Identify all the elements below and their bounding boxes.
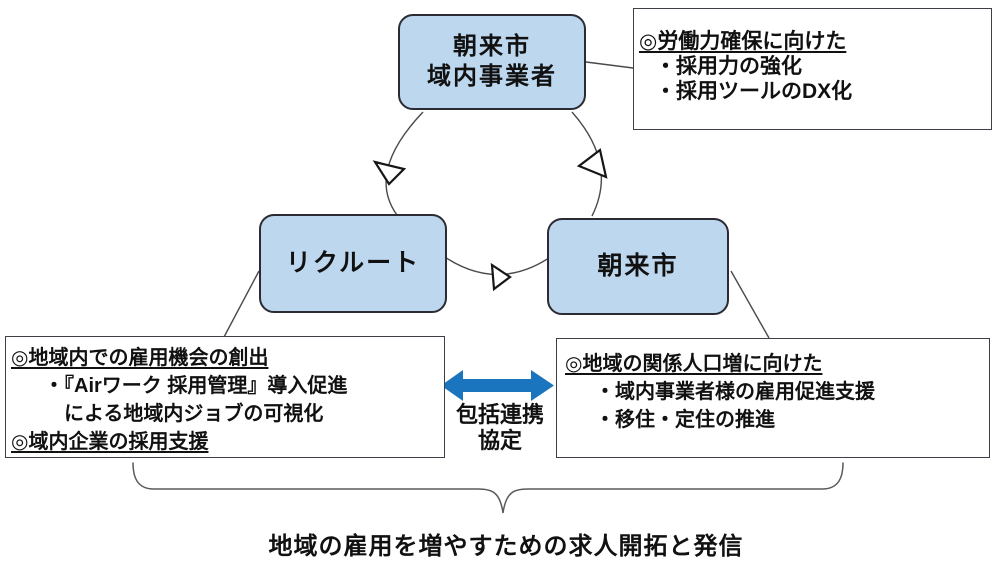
note-heading: ◎域内企業の採用支援 [11, 431, 209, 453]
node-label: リクルート [285, 248, 421, 277]
cycle-arrowhead-bottom-icon [490, 262, 512, 292]
node-asago-city: 朝来市 [547, 218, 729, 315]
note-item: ・採用力の強化 [655, 55, 802, 78]
note-heading: ◎地域の関係人口増に向けた [565, 353, 823, 375]
cycle-arrowhead-right-icon [576, 148, 608, 179]
note-heading: ◎地域内での雇用機会の創出 [11, 347, 269, 369]
node-label-line: 朝来市 [453, 33, 531, 60]
cycle-arc-left [385, 111, 424, 216]
note-local-employment: ◎地域内での雇用機会の創出 ・『Airワーク 採用管理』導入促進 による地域内ジ… [5, 336, 445, 458]
note-heading: ◎労働力確保に向けた [639, 30, 847, 53]
summary-curly-brace-icon [132, 462, 844, 514]
partnership-agreement-label: 包括連携 協定 [427, 402, 573, 454]
node-label-line: 域内事業者 [427, 63, 557, 90]
note-item: による地域内ジョブの可視化 [64, 403, 324, 425]
node-label: 朝来市 [597, 251, 679, 280]
summary-caption: 地域の雇用を増やすための求人開拓と発信 [268, 533, 744, 560]
connector-top-right-line [585, 61, 634, 69]
note-related-population: ◎地域の関係人口増に向けた ・域内事業者様の雇用促進支援 ・移住・定住の推進 [556, 338, 990, 458]
node-asago-local-businesses: 朝来市 域内事業者 [398, 14, 586, 110]
partnership-label-line: 包括連携 [455, 402, 544, 427]
cycle-arrowhead-left-icon [372, 160, 407, 186]
partnership-double-arrow-icon [441, 370, 554, 401]
note-item: ・移住・定住の推進 [595, 409, 775, 431]
node-recruit: リクルート [259, 214, 447, 313]
note-item: ・『Airワーク 採用管理』導入促進 [44, 375, 348, 397]
partnership-label-line: 協定 [477, 428, 522, 453]
note-item: ・採用ツールのDX化 [655, 80, 853, 103]
connector-bottom-right-line [730, 270, 770, 339]
note-labor-force: ◎労働力確保に向けた ・採用力の強化 ・採用ツールのDX化 [633, 8, 992, 130]
connector-bottom-left-line [223, 270, 260, 338]
note-item: ・域内事業者様の雇用促進支援 [595, 381, 875, 403]
